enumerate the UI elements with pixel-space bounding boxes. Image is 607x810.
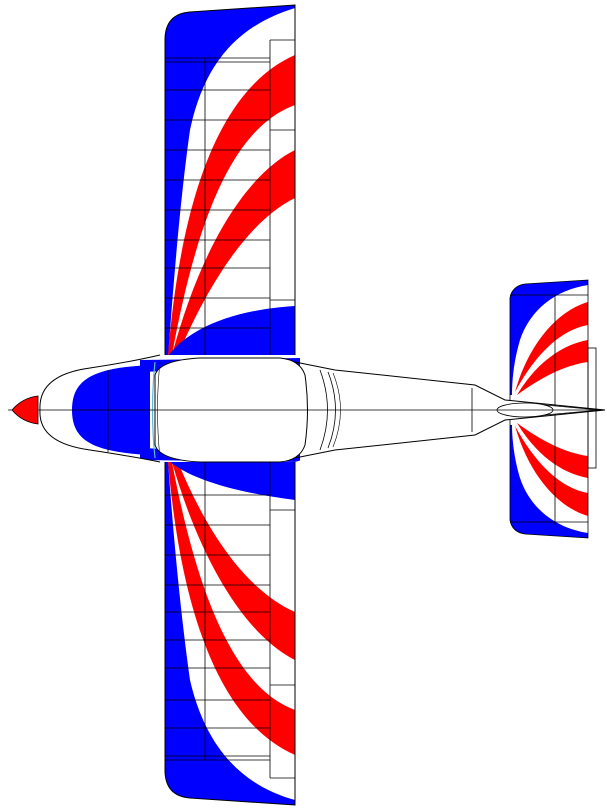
propeller-spinner [11, 395, 39, 425]
left-wing [164, 4, 296, 360]
right-wing [164, 455, 296, 806]
